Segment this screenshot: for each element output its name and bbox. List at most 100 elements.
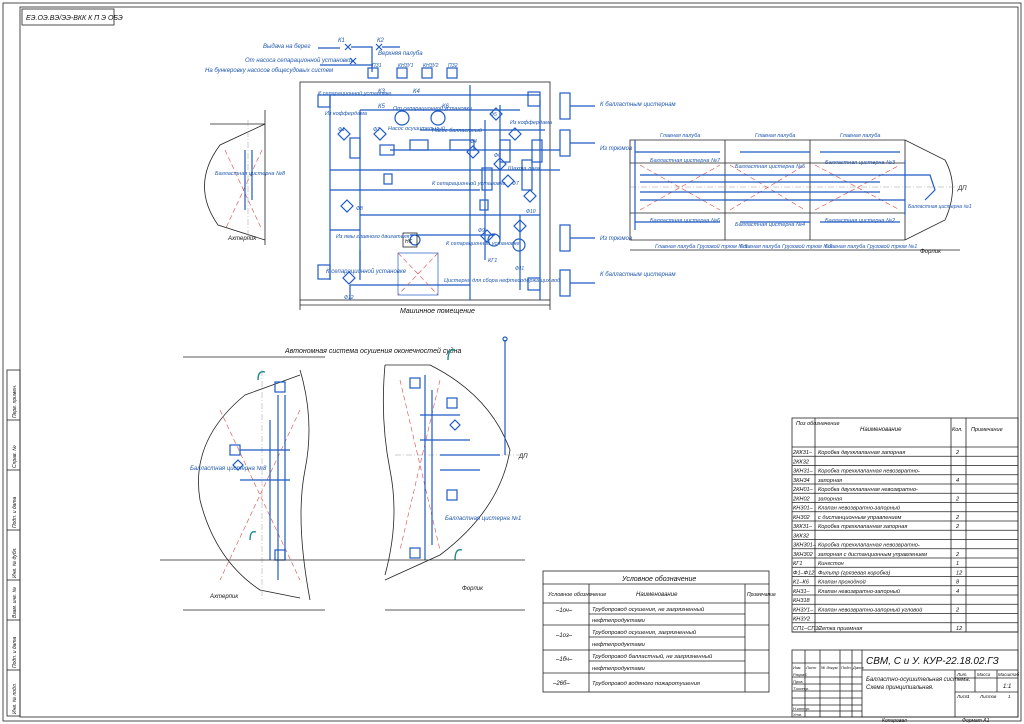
spec-name: Коробка трехклапанная запорная: [818, 524, 907, 530]
spec-name: Коробка двухклапанная невозвратно-: [818, 487, 918, 493]
top-valves: Выдача на берег Верхняя палуба От насоса…: [205, 38, 458, 110]
note-deck-out: Выдача на берег: [263, 44, 310, 50]
spec-pos: 3КН31–: [793, 469, 814, 475]
side-stamp-1: Перв. примен.: [12, 385, 18, 418]
legend-name-3b: нефтепродуктами: [592, 666, 646, 672]
label-hold2: Главная палуба Грузовой трюм №2: [740, 243, 832, 250]
label-f7: Ф7: [512, 181, 519, 187]
legend-h-note: Примечание: [747, 592, 776, 598]
label-deck-1: Главная палуба: [660, 133, 700, 139]
spec-qty: 1: [956, 561, 959, 567]
spec-name: запорная: [817, 496, 842, 502]
label-dp-plan: ДП: [957, 186, 967, 192]
side-stamp-5: Взам. инв. №: [12, 586, 18, 618]
label-f2: Ф2: [373, 127, 380, 133]
spec-qty: 8: [956, 580, 960, 586]
label-tank6: Балластная цистерна №6: [650, 218, 721, 224]
label-to-sep-4: К сепарационной установке: [326, 268, 407, 275]
spec-name: Кингстон: [818, 561, 844, 567]
legend-name-2a: Трубопровод осушения, загрязненный: [592, 629, 697, 636]
spec-h-note: Примечание: [971, 427, 1003, 433]
label-to-sep-1: К сепарационной установке: [318, 90, 391, 97]
label-pump-ballast: Насос балластный: [432, 127, 482, 134]
legend-name-1b: нефтепродуктами: [592, 618, 646, 624]
tb-scale-val: 1:1: [1003, 684, 1011, 690]
spec-pos: 3КН34: [793, 478, 810, 484]
tb-copied: Копировал: [882, 718, 907, 724]
spec-pos: СП1–СП12: [793, 626, 823, 632]
spec-pos: 3КК32: [793, 533, 810, 539]
aft-peak-section: Балластная цистерна №8 Ахтерпик: [204, 110, 286, 245]
legend-h-name: Наименование: [636, 592, 678, 598]
autonomous-aft: Балластная цистерна №8 Ахтерпик: [183, 356, 325, 611]
label-tank4: Балластная цистерна №4: [735, 222, 805, 228]
spec-h-name: Наименование: [860, 427, 902, 433]
label-auto-tank8: Балластная цистерна №8: [190, 465, 267, 472]
spec-qty: 2: [955, 524, 960, 530]
legend-name-4a: Трубопровод водяного пожаротушения: [592, 681, 700, 687]
label-to-ballast-2: К балластным цистернам: [600, 272, 676, 278]
tb-row-sign: Подп.: [841, 665, 852, 670]
svg-text:КНЗУ2: КНЗУ2: [423, 63, 439, 69]
label-plan-tank1: Балластная цистерна №1: [908, 204, 972, 210]
label-f1: Ф1: [338, 127, 345, 133]
spec-pos: Ф1–Ф12: [793, 570, 815, 576]
note-from-sep-pumps: От насоса сепарационной установки: [245, 57, 353, 64]
label-pump-drain: Насос осушительный: [388, 125, 445, 132]
label-tank2: Балластная цистерна №2: [825, 218, 895, 224]
spec-pos: КН3У1–: [793, 607, 814, 613]
label-f4: Ф4: [470, 139, 477, 145]
spec-pos: 2КК31–: [792, 450, 813, 456]
tb-format: Формат А1: [962, 718, 990, 724]
label-auto-fore: Форпик: [462, 586, 484, 592]
spec-name: Сетка приемная: [818, 626, 862, 632]
svg-text:КНЗУ1: КНЗУ1: [398, 63, 414, 69]
tb-row-izm: Изм.: [793, 665, 802, 670]
side-stamp-7: Инв. № подл.: [12, 683, 18, 714]
note-to-bunker: На бункеровку насосов общесудовых систем: [205, 68, 333, 74]
tb-row-list: Лист: [805, 665, 817, 670]
side-stamp-6: Подп. и дата: [12, 636, 18, 668]
legend-code-1: –1оч–: [555, 608, 573, 614]
svg-text:ПЗ2: ПЗ2: [448, 63, 458, 69]
note-upper-deck: Верхняя палуба: [378, 51, 423, 57]
label-from-sep: От сепарационной установки: [393, 105, 472, 112]
label-to-ballast-1: К балластным цистернам: [600, 102, 676, 108]
spec-qty: 2: [955, 552, 960, 558]
tb-role-3: Т.контр.: [793, 686, 809, 691]
label-k6: К6: [442, 104, 450, 110]
label-oily-tank: Цистерна для сбора нефтесодержащих вод: [444, 278, 560, 284]
label-f8: Ф8: [356, 206, 363, 212]
filter-icons: [337, 107, 527, 285]
spec-pos: 2КК32: [792, 459, 810, 465]
spec-name: Фильтр (грязевая коробка): [818, 570, 891, 576]
tb-mass: Масса: [977, 672, 991, 677]
spec-h-pos: Поз обозначение: [796, 421, 840, 427]
spec-qty: 2: [955, 496, 960, 502]
spec-qty: 12: [956, 626, 963, 632]
oily-water-tank: [397, 252, 439, 296]
label-f11: Ф11: [515, 266, 524, 272]
spec-qty: 2: [955, 515, 960, 521]
engine-room-schematic: Машинное помещение: [299, 81, 676, 315]
label-f9: Ф9: [478, 228, 485, 234]
spec-qty: 12: [956, 570, 963, 576]
label-from-coffer-2: Из коффердама: [510, 120, 552, 126]
check-valve-kn3u1: [367, 67, 379, 79]
label-hold3: Главная палуба Грузовой трюм №3: [655, 243, 748, 250]
side-stamp-2: Справ. №: [12, 445, 18, 468]
pump-ballast: [430, 110, 446, 126]
label-from-holds-1: Из трюмов: [600, 146, 632, 152]
tb-role-4: Н.контр.: [793, 706, 810, 711]
drawing-code: СВМ, С и У. КУР-22.18.02.ГЗ: [866, 656, 999, 667]
spec-name: Коробка двухклапанная запорная: [818, 450, 905, 456]
tb-role-1: Разраб.: [793, 672, 807, 677]
autonomous-title: Автономная система осушения оконечностей…: [284, 347, 462, 355]
tb-role-2: Пров.: [793, 679, 804, 684]
pump-drainage: [394, 110, 410, 126]
svg-text:ПЗ1: ПЗ1: [372, 63, 382, 69]
